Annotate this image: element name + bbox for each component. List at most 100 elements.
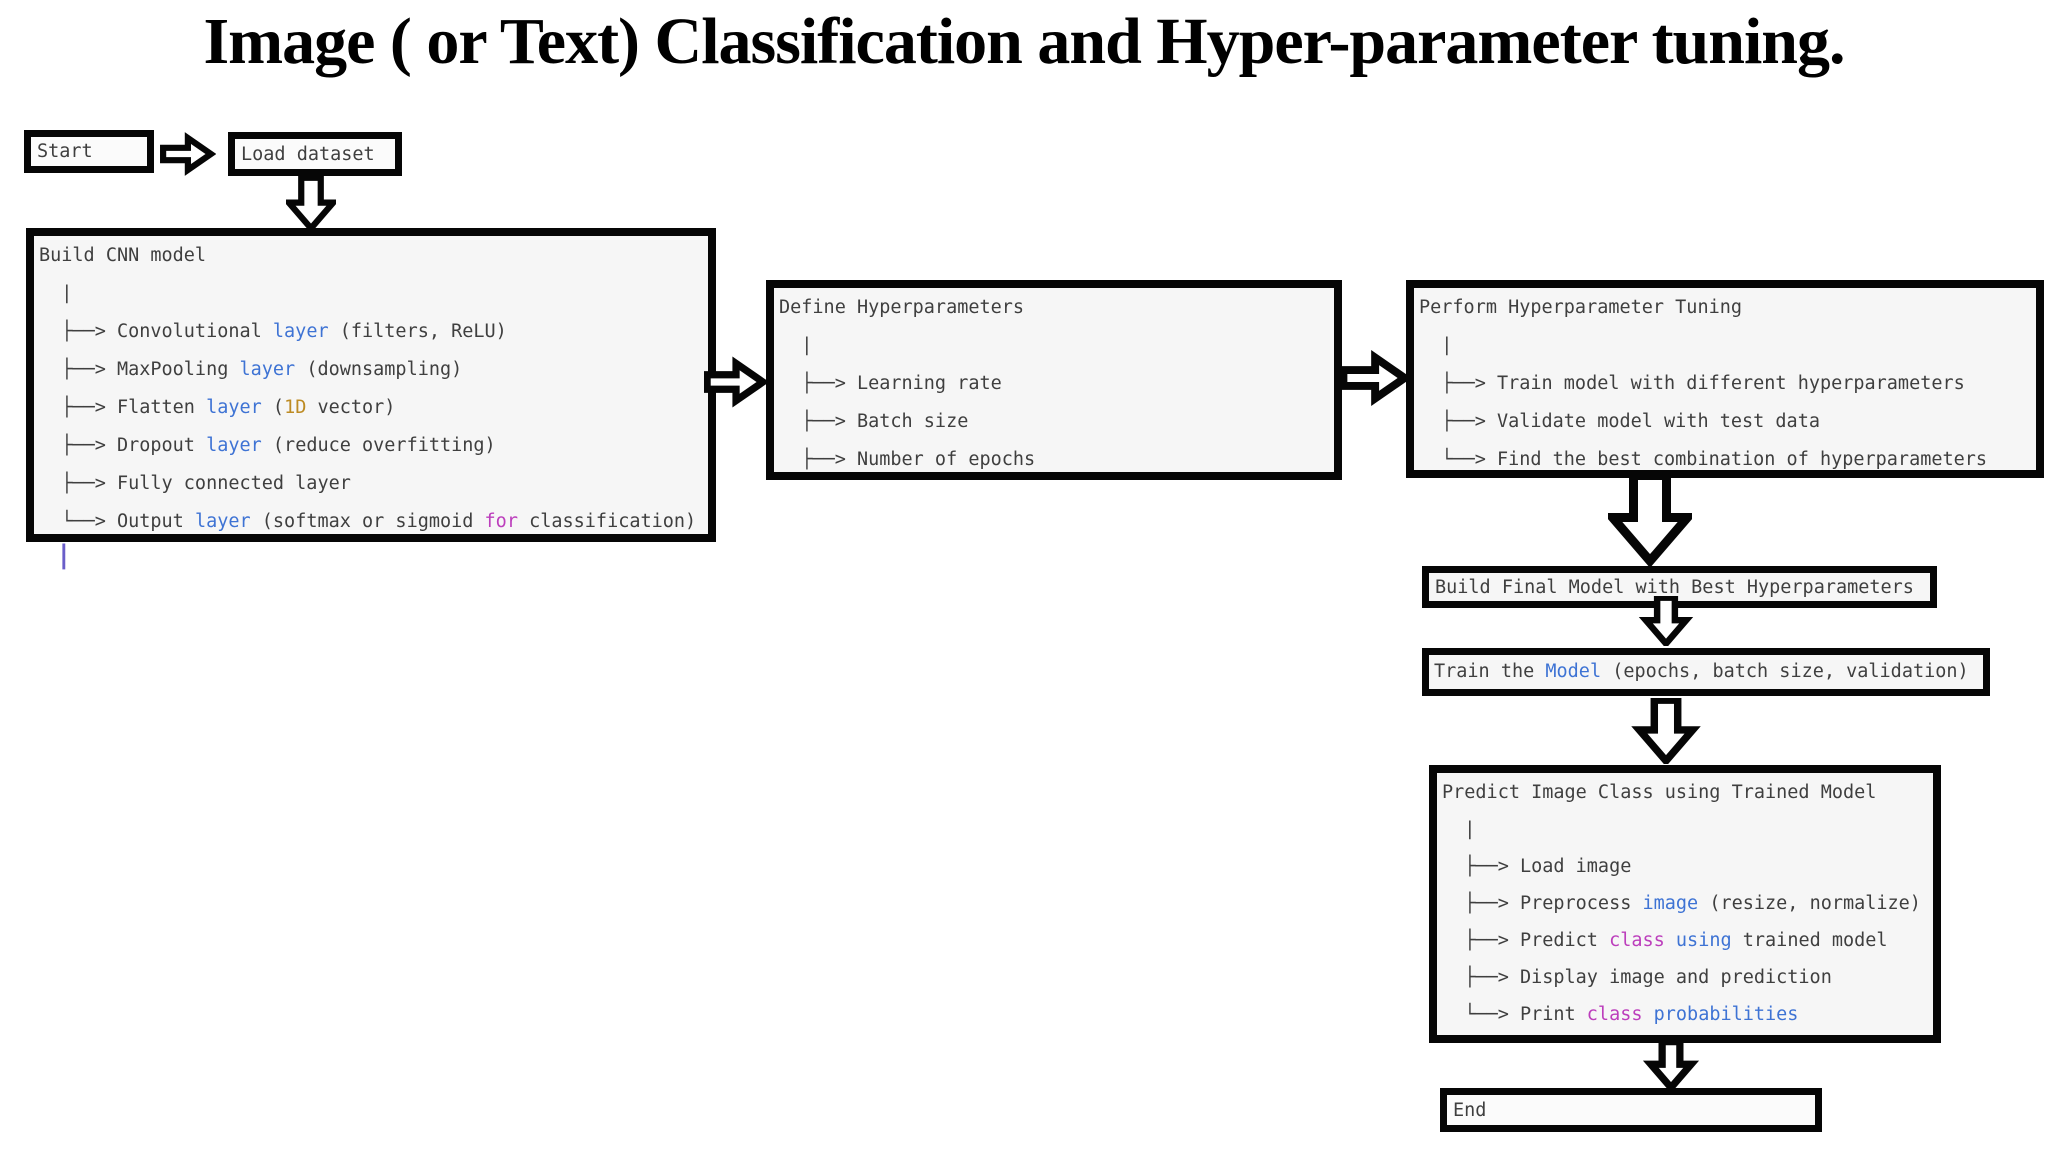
connector-buildfinal-to-train (1638, 596, 1694, 646)
code-text: (softmax or sigmoid (250, 511, 485, 532)
code-text: └──> Find the best combination of hyperp… (1419, 449, 1988, 470)
code-text (1665, 930, 1676, 951)
code-text: Build CNN model (39, 245, 207, 266)
text-cursor: | (56, 540, 72, 570)
code-line: ├──> Dropout layer (reduce overfitting) (39, 427, 708, 465)
node-start: Start (24, 130, 154, 173)
code-line: Predict Image Class using Trained Model (1442, 774, 1933, 811)
code-line: └──> Output layer (softmax or sigmoid fo… (39, 503, 708, 541)
code-text: ├──> Predict (1442, 930, 1610, 951)
code-text: Perform Hyperparameter Tuning (1419, 297, 1743, 318)
node-load-dataset-label: Load dataset (241, 143, 375, 165)
code-line: ├──> Fully connected layer (39, 465, 708, 503)
node-perform-hyperparameter-tuning: Perform Hyperparameter Tuning | ├──> Tra… (1406, 280, 2044, 478)
connector-start-to-load (158, 131, 216, 177)
code-line: Perform Hyperparameter Tuning (1419, 289, 2036, 327)
connector-define-to-perform (1340, 348, 1408, 408)
arrow-right-icon (704, 356, 766, 408)
code-text: | (1419, 335, 1453, 356)
code-line: ├──> Train model with different hyperpar… (1419, 365, 2036, 403)
page-title: Image ( or Text) Classification and Hype… (203, 5, 1845, 78)
code-text: ├──> Flatten (39, 397, 207, 418)
arrow-down-icon (1638, 596, 1694, 646)
code-line: ├──> Flatten layer (1D vector) (39, 389, 708, 427)
keyword-blue: Model (1545, 661, 1602, 682)
arrow-down-icon (1608, 472, 1692, 566)
code-line: ├──> MaxPooling layer (downsampling) (39, 351, 708, 389)
code-text: (reduce overfitting) (261, 435, 496, 456)
code-line: ├──> Learning rate (779, 365, 1334, 403)
keyword-blue: layer (239, 359, 296, 380)
code-text: ( (261, 397, 285, 418)
code-text: | (39, 283, 73, 304)
keyword-blue: layer (272, 321, 329, 342)
code-text: (filters, ReLU) (328, 321, 507, 342)
code-text: ├──> Convolutional (39, 321, 273, 342)
node-train-model: Train the Model (epochs, batch size, val… (1422, 648, 1990, 696)
code-text: ├──> Batch size (779, 411, 969, 432)
arrow-down-icon (1642, 1040, 1700, 1090)
code-text: Predict Image Class using Trained Model (1442, 782, 1877, 803)
connector-perform-to-buildfinal (1608, 472, 1692, 566)
connector-train-to-predict (1630, 698, 1702, 764)
code-text: Define Hyperparameters (779, 297, 1025, 318)
node-load-dataset: Load dataset (228, 132, 402, 176)
keyword-blue: layer (206, 397, 262, 418)
code-text: (resize, normalize) (1698, 893, 1921, 914)
code-line: ├──> Predict class using trained model (1442, 922, 1933, 959)
node-define-hyperparameters: Define Hyperparameters | ├──> Learning r… (766, 280, 1342, 480)
code-text: trained model (1731, 930, 1888, 951)
keyword-blue: image (1642, 893, 1699, 914)
code-text: vector) (306, 397, 396, 418)
arrow-down-icon (1631, 698, 1701, 764)
arrow-down-icon (286, 176, 336, 231)
code-text: ├──> Preprocess (1442, 893, 1643, 914)
arrow-right-icon (160, 132, 216, 176)
node-build-final-model-label: Build Final Model with Best Hyperparamet… (1435, 576, 1914, 598)
keyword-orange: 1D (284, 397, 307, 418)
node-predict-image-class: Predict Image Class using Trained Model … (1429, 765, 1941, 1043)
code-line: Train the Model (epochs, batch size, val… (1434, 656, 1983, 688)
node-end-label: End (1453, 1099, 1487, 1121)
keyword-blue: layer (194, 511, 251, 532)
code-line: └──> Print class probabilities (1442, 996, 1933, 1033)
keyword-blue: layer (206, 435, 262, 456)
keyword-blue: using (1675, 930, 1732, 951)
code-text: ├──> Validate model with test data (1419, 411, 1820, 432)
keyword-magenta: class (1609, 930, 1665, 951)
code-text: └──> Output (39, 511, 195, 532)
code-text: ├──> Load image (1442, 856, 1632, 877)
code-text (1643, 1004, 1654, 1025)
code-text: ├──> Number of epochs (779, 449, 1036, 470)
code-line: | (1419, 327, 2036, 365)
node-build-cnn-model: Build CNN model | ├──> Convolutional lay… (26, 228, 716, 542)
code-line: ├──> Number of epochs (779, 441, 1334, 479)
code-text: ├──> Dropout (39, 435, 207, 456)
code-line: ├──> Load image (1442, 848, 1933, 885)
node-end: End (1440, 1088, 1822, 1132)
code-text: ├──> Display image and prediction (1442, 967, 1832, 988)
code-line: | (1442, 811, 1933, 848)
keyword-magenta: for (484, 511, 518, 532)
code-text: └──> Print (1442, 1004, 1587, 1025)
node-build-final-model: Build Final Model with Best Hyperparamet… (1422, 566, 1937, 608)
code-text: | (779, 335, 813, 356)
code-text: (downsampling) (295, 359, 463, 380)
connector-predict-to-end (1640, 1040, 1702, 1090)
code-line: Build CNN model (39, 237, 708, 275)
code-text: ├──> Train model with different hyperpar… (1419, 373, 1965, 394)
code-text: ├──> MaxPooling (39, 359, 240, 380)
code-text: (epochs, batch size, validation) (1601, 661, 1969, 682)
connector-load-to-cnn (286, 176, 336, 231)
code-line: ├──> Convolutional layer (filters, ReLU) (39, 313, 708, 351)
code-text: classification) (517, 511, 697, 532)
code-line: ├──> Validate model with test data (1419, 403, 2036, 441)
code-line: | (39, 275, 708, 313)
code-line: └──> Find the best combination of hyperp… (1419, 441, 2036, 479)
code-line: ├──> Batch size (779, 403, 1334, 441)
keyword-magenta: class (1586, 1004, 1643, 1025)
code-text: ├──> Fully connected layer (39, 473, 351, 494)
arrow-right-icon (1340, 350, 1408, 406)
code-text: ├──> Learning rate (779, 373, 1002, 394)
